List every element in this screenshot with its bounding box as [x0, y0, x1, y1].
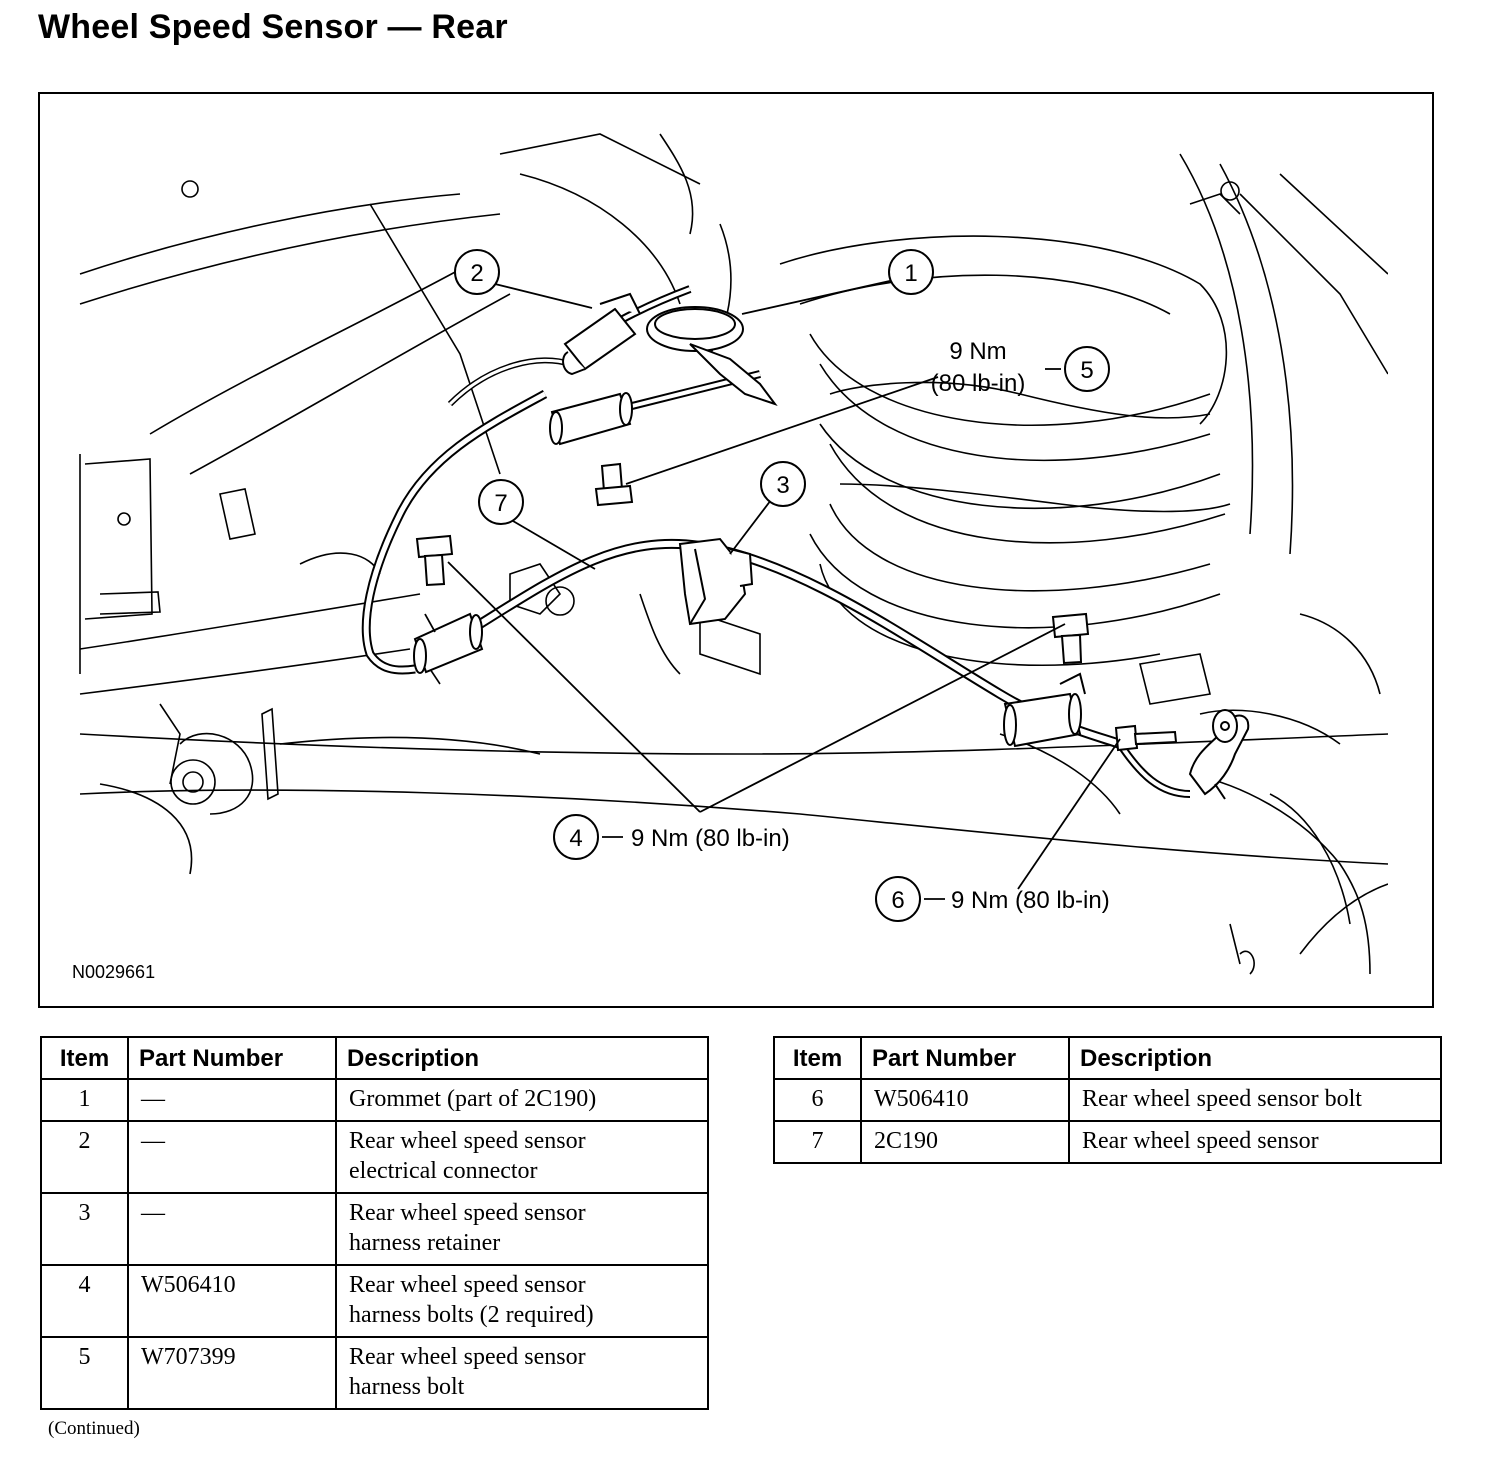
- item-cell: 7: [773, 1120, 862, 1164]
- description-cell: Rear wheel speed sensor: [1068, 1120, 1442, 1164]
- item-cell: 6: [773, 1078, 862, 1122]
- harness-sleeve-right: [1003, 672, 1086, 748]
- parts-table-left: Item Part Number Description 1 — Grommet…: [40, 1036, 709, 1410]
- callout-5-torque-nm: 9 Nm: [949, 338, 1006, 365]
- table-header-row: Item Part Number Description: [40, 1036, 709, 1080]
- item-cell: 3: [40, 1192, 129, 1266]
- callout-5: 5 9 Nm (80 lb-in): [931, 338, 1110, 397]
- part-number-cell: —: [127, 1078, 337, 1122]
- callout-1-label: 1: [904, 260, 917, 287]
- table-header-row: Item Part Number Description: [773, 1036, 1442, 1080]
- description-line: harness bolt: [349, 1374, 465, 1400]
- table-row: 5 W707399 Rear wheel speed sensor harnes…: [40, 1336, 709, 1410]
- callout-5-label: 5: [1080, 357, 1093, 384]
- connector-part: [562, 292, 641, 376]
- callout-7: 7: [478, 479, 524, 525]
- description-line: Rear wheel speed sensor: [349, 1200, 586, 1226]
- description-line: Rear wheel speed sensor: [349, 1344, 586, 1370]
- description-cell: Rear wheel speed sensor harness bolt: [335, 1336, 709, 1410]
- parts-table-right: Item Part Number Description 6 W506410 R…: [773, 1036, 1442, 1164]
- description-line: Grommet (part of 2C190): [349, 1086, 597, 1112]
- table-row: 7 2C190 Rear wheel speed sensor: [773, 1120, 1442, 1164]
- callout-5-torque-lbin: (80 lb-in): [931, 370, 1026, 397]
- leader-lines: [424, 279, 1121, 900]
- page-title: Wheel Speed Sensor — Rear: [38, 8, 508, 46]
- callout-2-label: 2: [470, 260, 483, 287]
- illustration-frame: 1 2 3 4 9 Nm (80 lb-in) 5 9 Nm (80 lb-in…: [38, 92, 1434, 1008]
- table-row: 6 W506410 Rear wheel speed sensor bolt: [773, 1078, 1442, 1122]
- column-header-item: Item: [773, 1036, 862, 1080]
- bolt-part-4-left: [415, 534, 454, 587]
- item-cell: 2: [40, 1120, 129, 1194]
- part-number-cell: —: [127, 1192, 337, 1266]
- part-number-cell: W506410: [127, 1264, 337, 1338]
- callout-4-torque: 9 Nm (80 lb-in): [631, 825, 790, 852]
- item-cell: 4: [40, 1264, 129, 1338]
- sensor-part: [1188, 709, 1250, 800]
- column-header-part-number: Part Number: [860, 1036, 1070, 1080]
- description-cell: Rear wheel speed sensor harness retainer: [335, 1192, 709, 1266]
- description-cell: Rear wheel speed sensor electrical conne…: [335, 1120, 709, 1194]
- bolt-part-4-right: [1051, 612, 1090, 665]
- callout-6-label: 6: [891, 887, 904, 914]
- item-cell: 5: [40, 1336, 129, 1410]
- part-number-cell: W506410: [860, 1078, 1070, 1122]
- description-line: Rear wheel speed sensor: [349, 1128, 586, 1154]
- callout-4: 4 9 Nm (80 lb-in): [553, 814, 790, 860]
- bolt-part-5: [594, 462, 634, 507]
- callout-3-label: 3: [776, 472, 789, 499]
- table-row: 4 W506410 Rear wheel speed sensor harnes…: [40, 1264, 709, 1338]
- table-row: 1 — Grommet (part of 2C190): [40, 1078, 709, 1122]
- part-number-cell: 2C190: [860, 1120, 1070, 1164]
- part-number-cell: W707399: [127, 1336, 337, 1410]
- description-line: harness bolts (2 required): [349, 1302, 594, 1328]
- figure-id: N0029661: [72, 962, 155, 982]
- callout-6: 6 9 Nm (80 lb-in): [875, 876, 1110, 922]
- description-cell: Rear wheel speed sensor bolt: [1068, 1078, 1442, 1122]
- column-header-item: Item: [40, 1036, 129, 1080]
- column-header-description: Description: [335, 1036, 709, 1080]
- callout-6-torque: 9 Nm (80 lb-in): [951, 887, 1110, 914]
- bolt-part-6: [1114, 724, 1178, 752]
- description-line: electrical connector: [349, 1158, 538, 1184]
- sensor-illustration: 1 2 3 4 9 Nm (80 lb-in) 5 9 Nm (80 lb-in…: [72, 133, 1388, 982]
- part-number-cell: —: [127, 1120, 337, 1194]
- column-header-description: Description: [1068, 1036, 1442, 1080]
- table-row: 2 — Rear wheel speed sensor electrical c…: [40, 1120, 709, 1194]
- description-cell: Rear wheel speed sensor harness bolts (2…: [335, 1264, 709, 1338]
- description-line: Rear wheel speed sensor bolt: [1082, 1086, 1362, 1112]
- harness-retainer-part: [678, 537, 754, 626]
- description-cell: Grommet (part of 2C190): [335, 1078, 709, 1122]
- callout-7-label: 7: [494, 490, 507, 517]
- harness-sleeve-upper: [549, 392, 633, 446]
- continued-note: (Continued): [48, 1418, 140, 1439]
- description-line: Rear wheel speed sensor: [349, 1272, 586, 1298]
- callout-1: 1: [888, 249, 934, 295]
- harness-sleeve-lower: [413, 612, 484, 674]
- description-line: Rear wheel speed sensor: [1082, 1128, 1319, 1154]
- description-line: harness retainer: [349, 1230, 501, 1256]
- grommet-part: [646, 306, 778, 406]
- callout-4-label: 4: [569, 825, 582, 852]
- callout-2: 2: [454, 249, 500, 295]
- column-header-part-number: Part Number: [127, 1036, 337, 1080]
- item-cell: 1: [40, 1078, 129, 1122]
- table-row: 3 — Rear wheel speed sensor harness reta…: [40, 1192, 709, 1266]
- callout-3: 3: [760, 461, 806, 507]
